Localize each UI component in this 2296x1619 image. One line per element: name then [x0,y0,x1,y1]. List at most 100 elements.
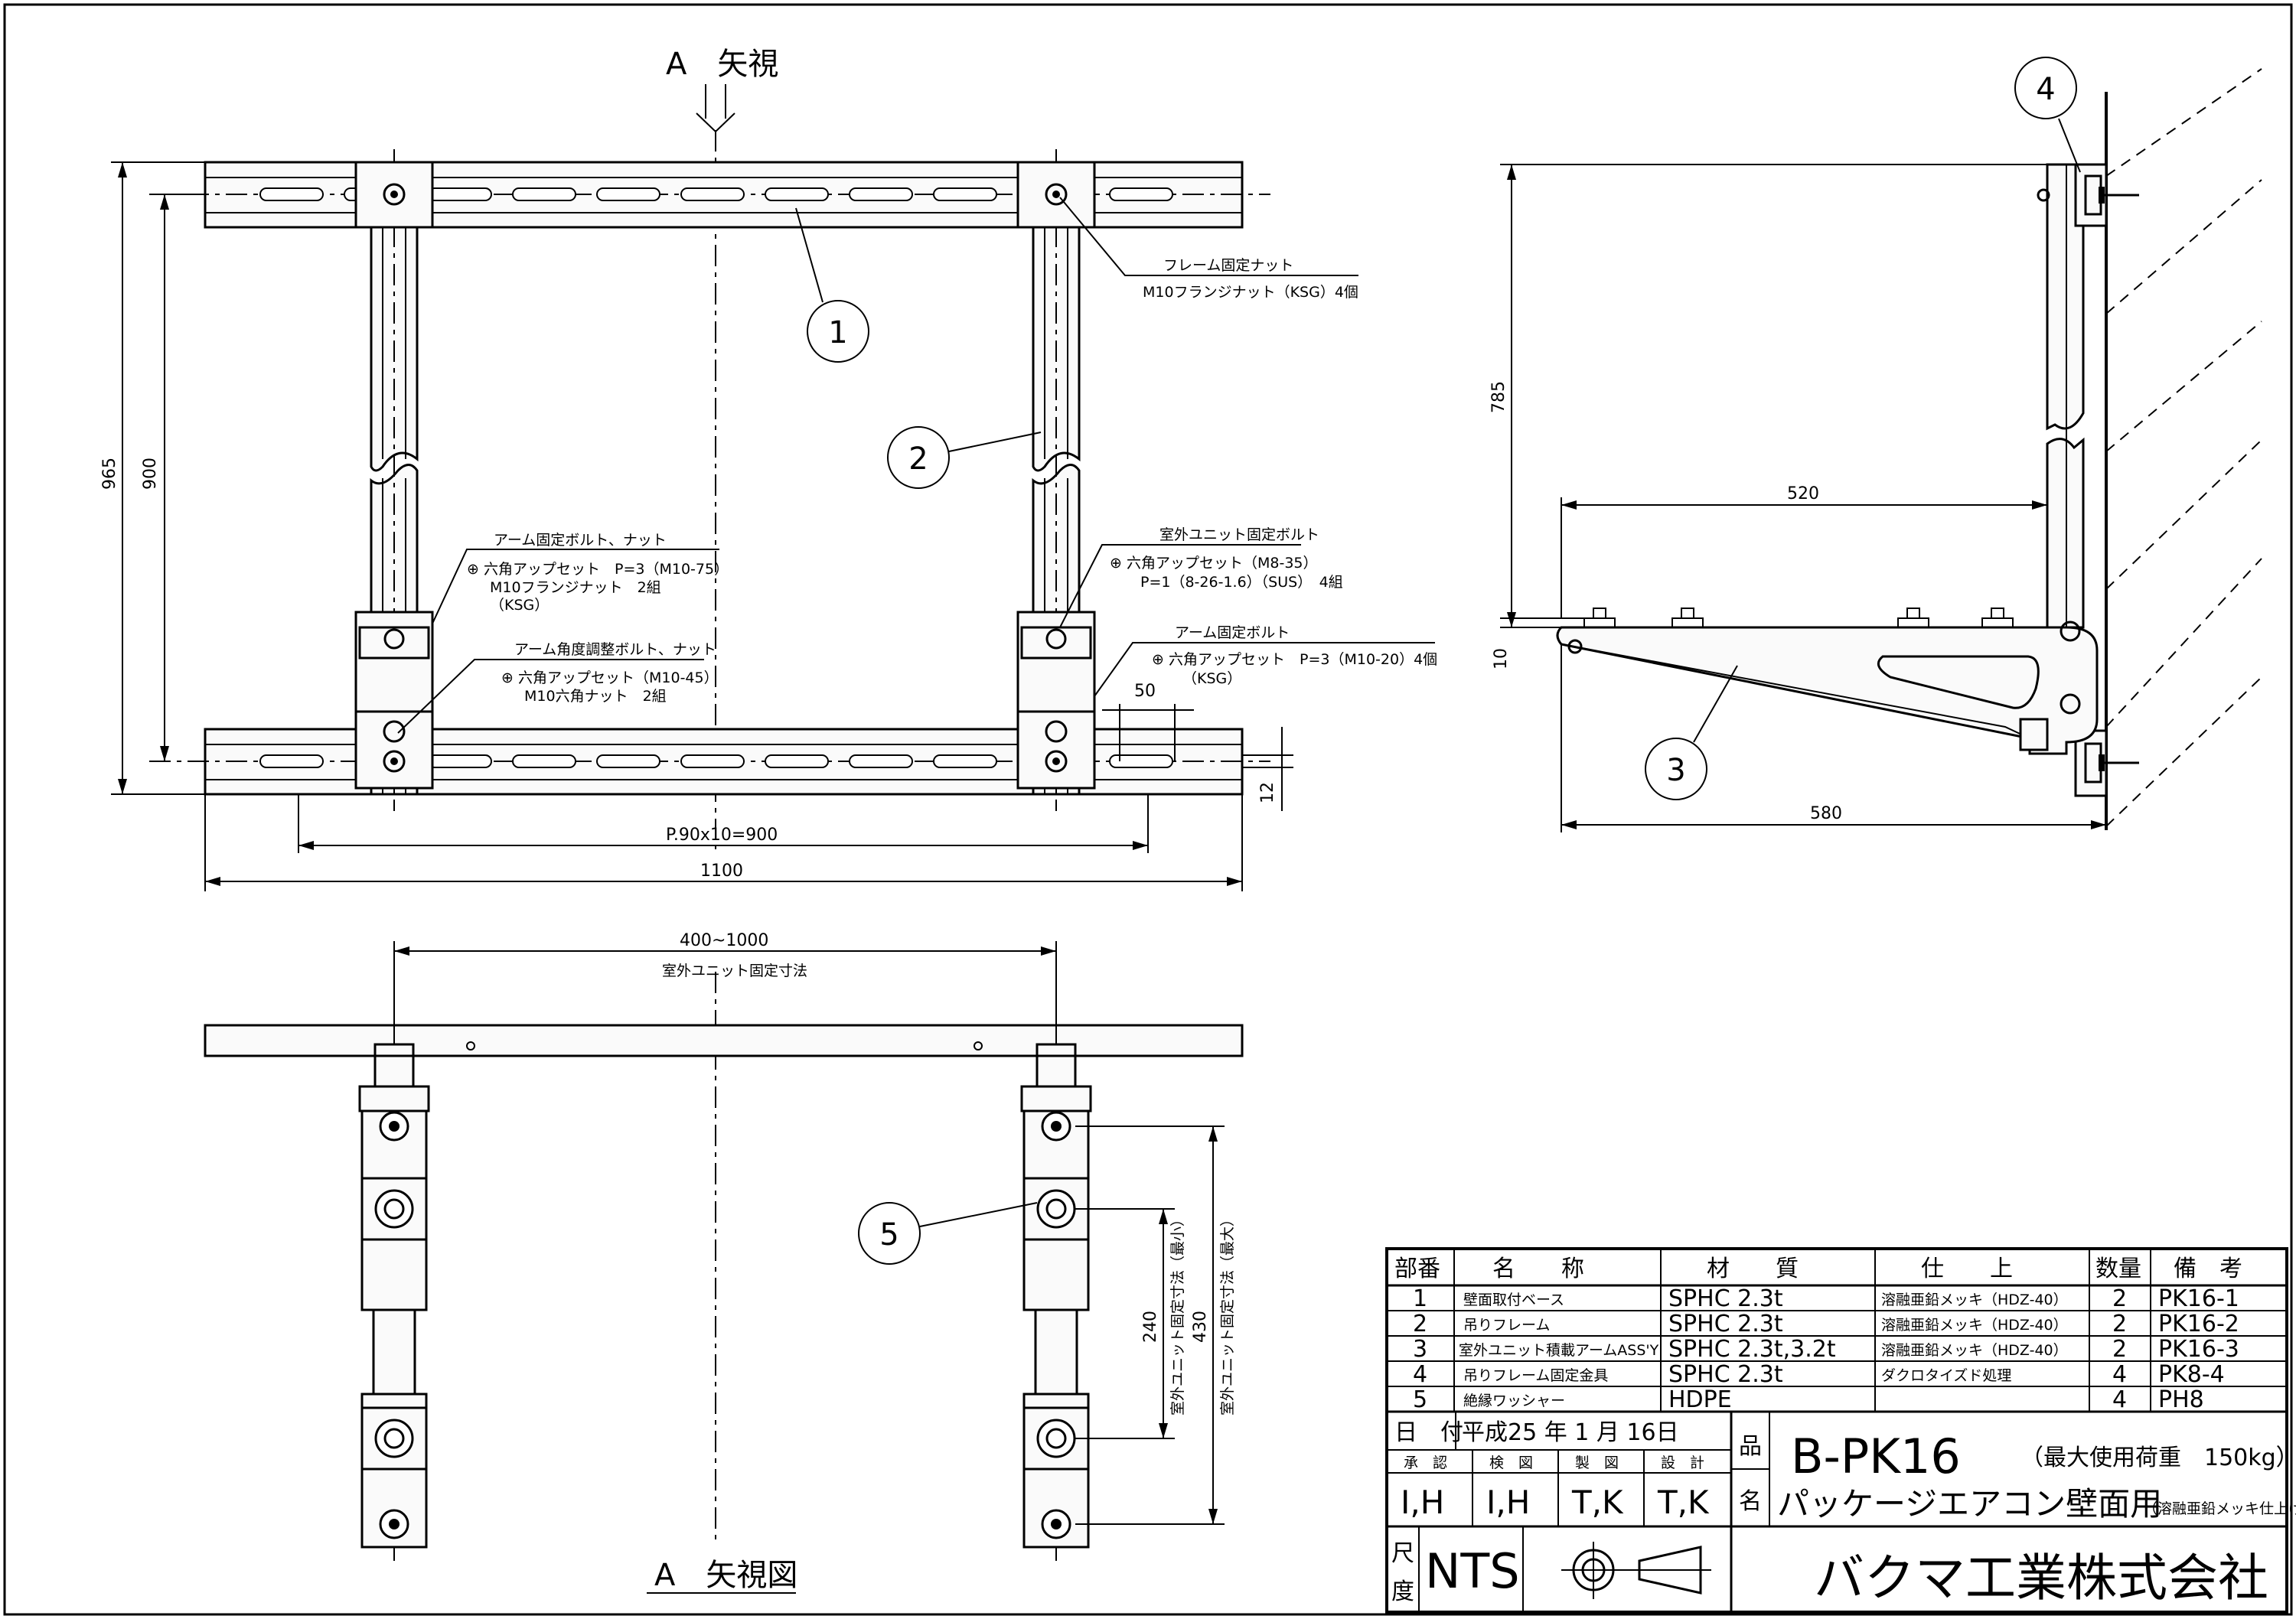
svg-text:430: 430 [1191,1311,1210,1343]
svg-text:フレーム固定ナット: フレーム固定ナット [1163,257,1293,274]
svg-text:承 認: 承 認 [1404,1454,1447,1471]
svg-text:PK16-2: PK16-2 [2158,1311,2239,1337]
svg-text:4: 4 [1413,1361,1427,1388]
left-hanging-frame [354,149,434,811]
svg-text:5: 5 [1413,1386,1427,1413]
upper-bracket [2074,163,2139,227]
svg-text:SPHC 2.3t: SPHC 2.3t [1668,1361,1783,1388]
dimension-12: 12 [1242,727,1293,811]
svg-text:アーム固定ボルト: アーム固定ボルト [1175,624,1290,641]
svg-text:吊りフレーム固定金具: 吊りフレーム固定金具 [1463,1367,1608,1384]
svg-text:壁面取付ベース: 壁面取付ベース [1463,1292,1564,1308]
view-label-top: A 矢視 [666,47,778,82]
view-a: 400~1000 室外ユニット固定寸法 [204,931,1244,1594]
svg-text:設 計: 設 計 [1661,1454,1704,1471]
svg-text:4: 4 [2036,72,2055,107]
front-view: A 矢視 [100,47,1437,891]
max-load: （最大使用荷重 150kg） [2020,1445,2296,1471]
date-value: 平成25 年 1 月 16日 [1462,1419,1679,1446]
svg-text:400~1000: 400~1000 [680,931,768,950]
svg-text:2: 2 [908,441,928,477]
svg-text:室外ユニット固定寸法: 室外ユニット固定寸法 [662,963,807,979]
svg-text:アーム角度調整ボルト、ナット: アーム角度調整ボルト、ナット [514,641,716,658]
company-block: 尺 度 NTS バクマ工業株式会社 [1391,1526,2268,1612]
title-block: 部番 名 称 材 質 仕 上 数量 備 考 1 壁面取付ベース SPHC 2.3… [1385,1247,2296,1614]
svg-text:溶融亜鉛メッキ（HDZ-40）: 溶融亜鉛メッキ（HDZ-40） [1881,1292,2068,1308]
svg-text:⊕: ⊕ [467,561,479,578]
svg-text:I,H: I,H [1401,1484,1444,1521]
balloon-1: 1 [795,207,869,363]
dimension-10: 10 [1492,617,1584,669]
svg-text:2: 2 [2112,1311,2127,1337]
svg-text:12: 12 [1258,782,1277,803]
svg-text:785: 785 [1489,381,1508,413]
svg-text:M10六角ナット 2組: M10六角ナット 2組 [524,688,667,705]
svg-text:⊕: ⊕ [1152,651,1164,668]
svg-text:3: 3 [1666,753,1685,788]
table-row: 1 壁面取付ベース SPHC 2.3t 溶融亜鉛メッキ（HDZ-40） 2 PK… [1413,1285,2239,1312]
svg-text:⊕: ⊕ [501,669,514,686]
svg-text:P=1（8-26-1.6）（SUS） 4組: P=1（8-26-1.6）（SUS） 4組 [1140,574,1343,591]
svg-text:10: 10 [1492,648,1511,669]
svg-text:3: 3 [1413,1336,1427,1363]
svg-text:六角アップセット（M8-35）: 六角アップセット（M8-35） [1127,555,1318,572]
svg-text:ダクロタイズド処理: ダクロタイズド処理 [1881,1367,2011,1384]
note-unit-bolt: 室外ユニット固定ボルト ⊕ 六角アップセット（M8-35） P=1（8-26-1… [1059,526,1343,628]
svg-text:M10フランジナット 2組: M10フランジナット 2組 [490,579,661,596]
note-arm-angle: アーム角度調整ボルト、ナット ⊕ 六角アップセット（M10-45） M10六角ナ… [397,641,719,734]
svg-text:965: 965 [100,458,119,490]
svg-text:2: 2 [2112,1285,2127,1312]
svg-text:（KSG）: （KSG） [490,597,549,614]
product-code: B-PK16 [1791,1428,1961,1484]
svg-text:PK16-3: PK16-3 [2158,1336,2239,1363]
svg-text:5: 5 [879,1217,899,1253]
dimension-965: 965 [100,161,205,795]
hin-label: 品 [1739,1433,1762,1460]
view-a-base [204,1024,1244,1057]
dimension-520: 520 [1561,484,2047,618]
svg-text:50: 50 [1134,682,1156,701]
table-row: 2 吊りフレーム SPHC 2.3t 溶融亜鉛メッキ（HDZ-40） 2 PK1… [1413,1311,2239,1337]
svg-text:M10フランジナット（KSG）4個: M10フランジナット（KSG）4個 [1143,284,1358,301]
dimension-50: 50 [1102,682,1194,761]
svg-text:PK8-4: PK8-4 [2158,1361,2225,1388]
svg-text:六角アップセット P=3（M10-20）4個: 六角アップセット P=3（M10-20）4個 [1169,651,1437,668]
arm-bolts [1583,608,2014,628]
balloon-5: 5 [858,1202,1038,1265]
dimension-pitch: P.90x10=900 [298,794,1149,853]
svg-text:240: 240 [1141,1311,1160,1343]
header-qty: 数量 [2095,1256,2141,1282]
svg-text:P.90x10=900: P.90x10=900 [666,826,778,845]
svg-text:六角アップセット P=3（M10-75）: 六角アップセット P=3（M10-75） [484,561,729,578]
svg-text:1: 1 [828,315,847,350]
note-arm-bolt: アーム固定ボルト、ナット ⊕ 六角アップセット P=3（M10-75） M10フ… [432,532,729,624]
scale-value: NTS [1425,1543,1520,1599]
svg-text:溶融亜鉛メッキ（HDZ-40）: 溶融亜鉛メッキ（HDZ-40） [1881,1342,2068,1359]
side-view: 785 10 520 580 3 [1489,57,2262,832]
svg-text:1: 1 [1413,1285,1427,1312]
date-label: 日 付 [1394,1419,1463,1446]
svg-text:SPHC 2.3t: SPHC 2.3t [1668,1285,1783,1312]
svg-text:製 図: 製 図 [1575,1454,1619,1471]
view-label-bottom: A 矢視図 [654,1558,797,1593]
dimension-430: 430 室外ユニット固定寸法（最大） [1075,1125,1236,1525]
note-arm-fix: アーム固定ボルト ⊕ 六角アップセット P=3（M10-20）4個 （KSG） [1094,624,1437,697]
company-name: バクマ工業株式会社 [1814,1549,2268,1608]
svg-text:T,K: T,K [1571,1484,1624,1521]
svg-text:PH8: PH8 [2158,1386,2204,1413]
table-row: 5 絶縁ワッシャー HDPE 4 PH8 [1413,1386,2204,1413]
svg-text:HDPE: HDPE [1668,1386,1732,1413]
scale-label-2: 度 [1391,1578,1414,1605]
table-row: 4 吊りフレーム固定金具 SPHC 2.3t ダクロタイズド処理 4 PK8-4 [1413,1361,2225,1388]
svg-text:SPHC 2.3t: SPHC 2.3t [1668,1311,1783,1337]
balloon-3: 3 [1645,665,1738,800]
product-name: パッケージエアコン壁面用 [1777,1485,2162,1523]
balloon-4: 4 [2014,57,2081,173]
dimension-580: 580 [1561,644,2106,832]
svg-text:⊕: ⊕ [1110,555,1122,572]
svg-text:溶融亜鉛メッキ（HDZ-40）: 溶融亜鉛メッキ（HDZ-40） [1881,1317,2068,1334]
dimension-785: 785 [1489,164,2076,627]
svg-text:絶縁ワッシャー: 絶縁ワッシャー [1463,1393,1565,1409]
signature-block: 日 付 平成25 年 1 月 16日 承 認 検 図 製 図 設 計 I,H I… [1387,1412,2296,1612]
